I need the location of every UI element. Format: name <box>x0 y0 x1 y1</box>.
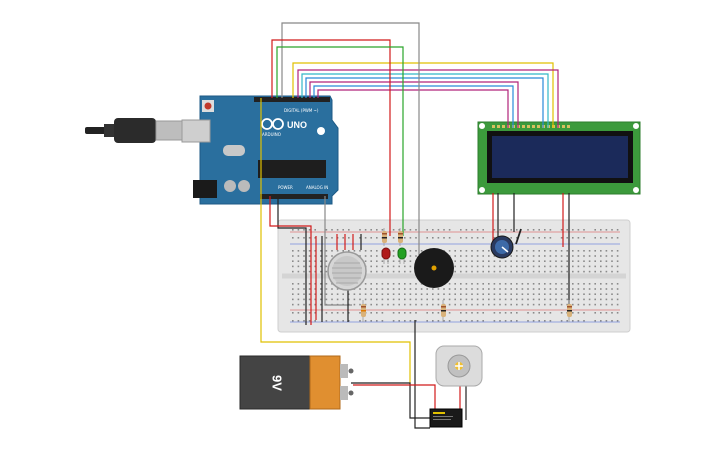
green-led[interactable] <box>397 247 407 264</box>
wire-bundle-lcd <box>292 62 559 128</box>
usb-cable-icon[interactable] <box>85 118 183 143</box>
resistor[interactable] <box>382 228 387 246</box>
gas-sensor-icon[interactable] <box>327 251 367 291</box>
resistor[interactable] <box>398 228 403 246</box>
digital-label: DIGITAL (PWM ~) <box>284 108 319 113</box>
resistor[interactable] <box>361 300 366 322</box>
relay-icon[interactable] <box>429 408 463 428</box>
led-indicator <box>317 127 325 135</box>
resistor[interactable] <box>441 300 446 322</box>
atmega-chip <box>258 160 326 178</box>
crystal <box>223 145 245 156</box>
red-led[interactable] <box>381 247 391 264</box>
wire-set <box>260 22 570 429</box>
power-jack <box>193 180 217 198</box>
arduino-uno-board[interactable]: UNO ARDUINO DIGITAL (PWM ~) POWER ANALOG… <box>181 95 339 205</box>
resistor[interactable] <box>567 300 572 322</box>
lcd-screen <box>492 136 628 178</box>
power-analog-header <box>260 194 328 199</box>
battery-label: 9V <box>270 375 285 391</box>
board-model: UNO <box>287 120 307 130</box>
piezo-buzzer-icon[interactable] <box>414 248 454 288</box>
usb-port <box>181 119 211 143</box>
analog-label: ANALOG IN <box>306 185 328 190</box>
digital-header <box>254 97 330 102</box>
dc-motor-icon[interactable] <box>435 345 483 387</box>
capacitor <box>224 180 236 192</box>
lcd-display[interactable] <box>477 121 641 195</box>
potentiometer-icon[interactable] <box>490 235 514 259</box>
board-brand: ARDUINO <box>262 132 281 137</box>
arduino-logo-icon <box>261 118 284 130</box>
capacitor <box>238 180 250 192</box>
power-label: POWER <box>278 185 293 190</box>
battery-9v[interactable]: 9V <box>239 355 354 410</box>
